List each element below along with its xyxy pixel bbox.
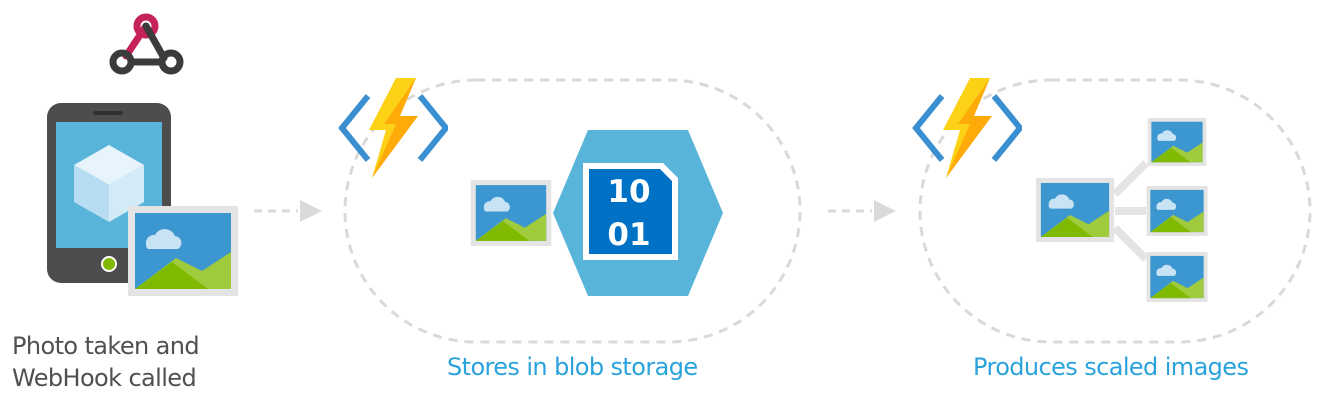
scaled-image-icon-2 bbox=[1146, 186, 1208, 236]
scaled-image-icon-1 bbox=[1147, 118, 1207, 166]
step3-container bbox=[918, 78, 1312, 344]
source-image-icon bbox=[1035, 178, 1115, 242]
step2-caption: Stores in blob storage bbox=[447, 353, 698, 381]
blob-icon-line2: 01 bbox=[607, 217, 650, 253]
input-image-icon bbox=[470, 180, 552, 246]
flow-arrow-2 bbox=[828, 198, 898, 224]
blob-storage-icon: 10 01 bbox=[553, 130, 723, 296]
step1-caption-line2: WebHook called bbox=[12, 364, 197, 392]
photo-image-icon bbox=[128, 206, 238, 296]
azure-function-icon-2 bbox=[916, 78, 1020, 178]
step2-container bbox=[343, 78, 802, 344]
scale-connectors bbox=[1112, 160, 1149, 262]
step1-caption-line1: Photo taken and bbox=[12, 332, 200, 360]
step1-caption: Photo taken and WebHook called bbox=[12, 330, 200, 394]
scaled-image-icon-3 bbox=[1146, 252, 1208, 302]
webhook-icon bbox=[109, 13, 184, 75]
flow-arrow-1 bbox=[254, 198, 324, 224]
azure-function-icon bbox=[342, 78, 446, 178]
step3-caption: Produces scaled images bbox=[973, 353, 1249, 381]
blob-icon-line1: 10 bbox=[607, 174, 650, 210]
